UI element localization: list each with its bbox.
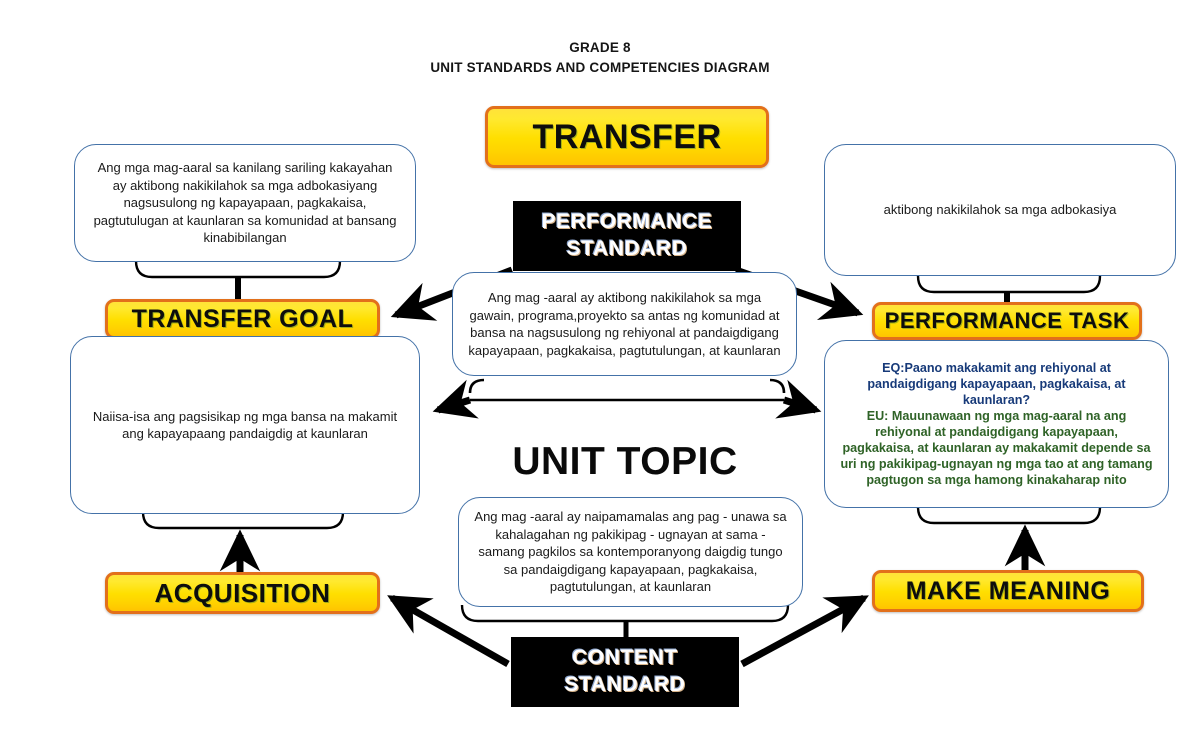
banner-performance-standard[interactable]: PERFORMANCE STANDARD — [513, 201, 741, 271]
brace-middle-right — [916, 506, 1102, 525]
banner-make-meaning-label: MAKE MEANING — [905, 576, 1111, 605]
box-top-right-text: aktibong nakikilahok sa mga adbokasiya — [883, 202, 1117, 218]
banner-content-standard[interactable]: CONTENT STANDARD — [511, 637, 739, 707]
arrow-content-to-acquisition — [387, 594, 510, 668]
banner-content-standard-line-2: STANDARD — [564, 673, 686, 696]
box-middle-right: EQ:Paano makakamit ang rehiyonal at pand… — [824, 340, 1169, 508]
banner-performance-task[interactable]: PERFORMANCE TASK — [872, 302, 1142, 340]
brace-top-left — [134, 260, 342, 300]
center-arrow-right-head — [775, 379, 822, 419]
box-top-left-text: Ang mga mag-aaral sa kanilang sariling k… — [93, 160, 397, 246]
center-label-unit-topic: UNIT TOPIC — [452, 440, 798, 484]
banner-transfer-label: TRANSFER — [532, 117, 722, 156]
center-arrow-left-head — [432, 379, 479, 419]
box-center-bottom-text: Ang mag -aaral ay naipamamalas ang pag -… — [474, 509, 787, 595]
box-middle-right-eu-text: EU: Mauunawaan ng mga mag-aaral na ang r… — [840, 409, 1153, 487]
title-line-1: GRADE 8 — [569, 40, 631, 55]
box-middle-right-content: EQ:Paano makakamit ang rehiyonal at pand… — [839, 360, 1154, 488]
arrow-content-to-make-meaning — [740, 594, 869, 668]
box-middle-left: Naiisa-isa ang pagsisikap ng mga bansa n… — [70, 336, 420, 514]
banner-performance-standard-line-1: PERFORMANCE — [541, 210, 713, 234]
banner-transfer-goal-label: TRANSFER GOAL — [131, 304, 354, 333]
banner-transfer[interactable]: TRANSFER — [485, 106, 769, 168]
box-center-bottom: Ang mag -aaral ay naipamamalas ang pag -… — [458, 497, 803, 607]
brace-top-right — [916, 275, 1102, 303]
page-title: GRADE 8 UNIT STANDARDS AND COMPETENCIES … — [0, 38, 1200, 78]
banner-content-standard-line-1: CONTENT — [572, 646, 678, 670]
unit-topic-text: UNIT TOPIC — [512, 440, 738, 483]
box-center-top-text: Ang mag -aaral ay aktibong nakikilahok s… — [468, 290, 781, 358]
banner-performance-standard-line-2: STANDARD — [566, 237, 688, 260]
banner-performance-task-label: PERFORMANCE TASK — [884, 308, 1130, 333]
banner-make-meaning[interactable]: MAKE MEANING — [872, 570, 1144, 612]
box-top-right: aktibong nakikilahok sa mga adbokasiya — [824, 144, 1176, 276]
brace-center-bottom — [460, 604, 790, 638]
center-double-arrow — [468, 378, 786, 402]
box-middle-left-text: Naiisa-isa ang pagsisikap ng mga bansa n… — [92, 408, 398, 442]
title-line-2: UNIT STANDARDS AND COMPETENCIES DIAGRAM — [430, 60, 770, 75]
banner-transfer-goal[interactable]: TRANSFER GOAL — [105, 299, 380, 339]
box-center-top: Ang mag -aaral ay aktibong nakikilahok s… — [452, 272, 797, 376]
box-top-left: Ang mga mag-aaral sa kanilang sariling k… — [74, 144, 416, 262]
brace-middle-left — [141, 511, 345, 530]
box-middle-right-eq-text: EQ:Paano makakamit ang rehiyonal at pand… — [867, 361, 1126, 407]
banner-acquisition-label: ACQUISITION — [154, 577, 331, 608]
banner-acquisition[interactable]: ACQUISITION — [105, 572, 380, 614]
